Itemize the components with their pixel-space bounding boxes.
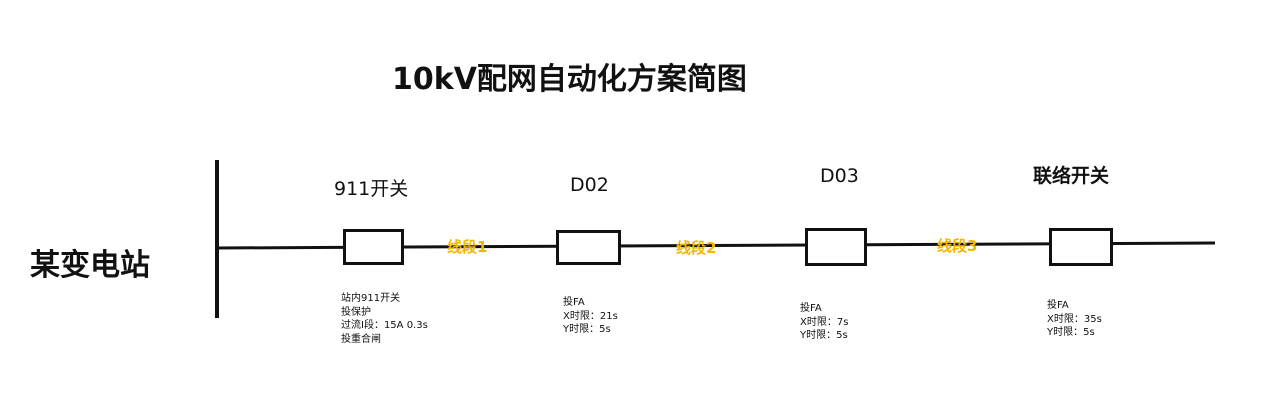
node-label-911: 911开关 bbox=[334, 178, 409, 200]
switch-911 bbox=[343, 229, 404, 265]
note-line: 投FA bbox=[563, 297, 585, 308]
node-label-tie: 联络开关 bbox=[1033, 165, 1110, 187]
node-label-d03: D03 bbox=[820, 165, 859, 187]
segment-label-2: 线段2 bbox=[676, 239, 717, 257]
note-line: 投FA bbox=[1047, 300, 1069, 311]
note-line: X时限：21s bbox=[563, 310, 618, 322]
note-line: Y时限：5s bbox=[800, 330, 848, 341]
note-line: Y时限：5s bbox=[1047, 327, 1095, 338]
substation-label: 某变电站 bbox=[30, 248, 150, 283]
note-line: 投保护 bbox=[341, 306, 371, 318]
notes-tie: 投FA X时限：35s Y时限：5s bbox=[1047, 299, 1102, 340]
note-line: Y时限：5s bbox=[563, 324, 611, 335]
tie-switch bbox=[1049, 228, 1113, 266]
notes-911: 站内911开关 投保护 过流Ⅰ段：15A 0.3s 投重合闸 bbox=[341, 292, 428, 346]
note-line: X时限：7s bbox=[800, 316, 849, 328]
diagram-title: 10kV配网自动化方案简图 bbox=[392, 62, 747, 97]
note-line: 过流Ⅰ段：15A 0.3s bbox=[341, 320, 428, 331]
note-line: 站内911开关 bbox=[341, 293, 401, 304]
segment-label-1: 线段1 bbox=[447, 238, 488, 256]
switch-d02 bbox=[556, 230, 621, 265]
note-line: X时限：35s bbox=[1047, 313, 1102, 325]
notes-d03: 投FA X时限：7s Y时限：5s bbox=[800, 302, 848, 343]
switch-d03 bbox=[805, 228, 867, 266]
note-line: 投FA bbox=[800, 303, 822, 314]
notes-d02: 投FA X时限：21s Y时限：5s bbox=[563, 296, 618, 337]
node-label-d02: D02 bbox=[570, 174, 609, 196]
note-line: 投重合闸 bbox=[341, 333, 381, 345]
segment-label-3: 线段3 bbox=[937, 237, 978, 255]
